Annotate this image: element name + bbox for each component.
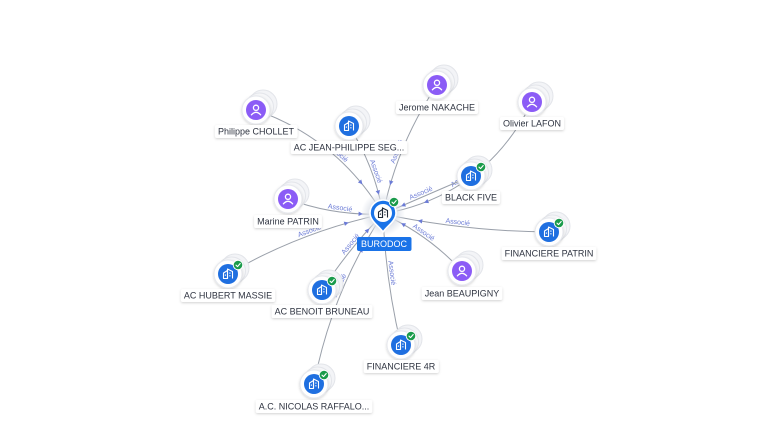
node-label: AC BENOIT BRUNEAU xyxy=(275,307,370,317)
verified-check-icon xyxy=(388,196,400,208)
edge-label-jean-beaupigny: Associé xyxy=(411,223,435,243)
edge-label-ac-jean-philippe: Associé xyxy=(368,159,383,185)
edge-label-marine-patrin: Associé xyxy=(327,203,352,213)
edge-ac-nicolas-raffalo xyxy=(313,213,384,385)
building-icon xyxy=(316,284,328,296)
node-label-box: Philippe CHOLLET xyxy=(214,125,298,138)
building-icon xyxy=(395,339,407,351)
node-label-box: A.C. NICOLAS RAFFALO... xyxy=(255,400,373,413)
person-icon xyxy=(250,104,262,116)
person-icon xyxy=(431,79,443,91)
edge-arrow xyxy=(423,199,429,204)
edge-arrow xyxy=(389,180,394,186)
edge-label-financiere-patrin: Associé xyxy=(445,218,470,228)
node-label: A.C. NICOLAS RAFFALO... xyxy=(259,402,370,412)
node-jerome-nakache[interactable]: Jerome NAKACHE xyxy=(395,64,479,114)
building-icon xyxy=(377,207,389,219)
node-financiere-4r[interactable]: FINANCIERE 4R xyxy=(363,324,439,373)
node-ac-hubert-massie[interactable]: AC HUBERT MASSIE xyxy=(180,253,276,302)
building-icon xyxy=(543,226,555,238)
node-label-box: Jean BEAUPIGNY xyxy=(421,287,503,300)
node-label-box: FINANCIERE PATRIN xyxy=(501,247,597,260)
verified-check-icon xyxy=(553,217,565,229)
nodes: Philippe CHOLLET AC JEAN-PHILIPPE SEG... J… xyxy=(180,64,597,413)
node-label-box: AC HUBERT MASSIE xyxy=(180,289,276,302)
building-icon xyxy=(465,170,477,182)
node-label-box: AC BENOIT BRUNEAU xyxy=(271,305,373,318)
node-jean-beaupigny[interactable]: Jean BEAUPIGNY xyxy=(421,250,503,300)
person-icon xyxy=(282,193,294,205)
verified-check-icon xyxy=(318,369,330,381)
edge-label-financiere-4r: Associé xyxy=(386,260,396,285)
node-black-five[interactable]: BLACK FIVE xyxy=(441,155,501,204)
center-label: BURODOC xyxy=(361,239,408,249)
person-icon xyxy=(456,265,468,277)
node-label: Jerome NAKACHE xyxy=(399,103,475,113)
center-label-box: BURODOC xyxy=(356,237,412,251)
center-node[interactable]: BURODOC xyxy=(356,192,412,251)
building-icon xyxy=(222,268,234,280)
node-label-box: Jerome NAKACHE xyxy=(395,101,479,114)
edge-arrow xyxy=(417,219,423,224)
node-label: Marine PATRIN xyxy=(257,217,319,227)
node-philippe-chollet[interactable]: Philippe CHOLLET xyxy=(214,89,298,138)
verified-check-icon xyxy=(326,275,338,287)
building-icon xyxy=(343,120,355,132)
node-label: Olivier LAFON xyxy=(503,119,561,129)
verified-check-icon xyxy=(232,259,244,271)
node-marine-patrin[interactable]: Marine PATRIN xyxy=(254,178,322,228)
node-label: FINANCIERE 4R xyxy=(367,362,436,372)
verified-check-icon xyxy=(405,330,417,342)
edge-arrow xyxy=(357,179,363,185)
node-ac-benoit-bruneau[interactable]: AC BENOIT BRUNEAU xyxy=(271,269,373,318)
node-label: AC JEAN-PHILIPPE SEG... xyxy=(294,143,405,153)
person-icon xyxy=(526,96,538,108)
node-label-box: FINANCIERE 4R xyxy=(363,360,439,373)
node-label: Philippe CHOLLET xyxy=(218,127,295,137)
node-financiere-patrin[interactable]: FINANCIERE PATRIN xyxy=(501,211,597,260)
node-ac-jean-philippe[interactable]: AC JEAN-PHILIPPE SEG... xyxy=(290,105,408,154)
building-icon xyxy=(308,378,320,390)
node-label: Jean BEAUPIGNY xyxy=(425,289,500,299)
node-label-box: BLACK FIVE xyxy=(441,191,501,204)
node-label-box: AC JEAN-PHILIPPE SEG... xyxy=(290,141,408,154)
node-label-box: Olivier LAFON xyxy=(499,117,565,130)
verified-check-icon xyxy=(475,161,487,173)
node-label: FINANCIERE PATRIN xyxy=(505,249,594,259)
node-label: AC HUBERT MASSIE xyxy=(184,291,272,301)
node-label: BLACK FIVE xyxy=(445,193,497,203)
node-ac-nicolas-raffalo[interactable]: A.C. NICOLAS RAFFALO... xyxy=(255,363,373,413)
edge-arrow xyxy=(343,221,349,226)
edge-arrow xyxy=(358,211,364,217)
node-olivier-lafon[interactable]: Olivier LAFON xyxy=(499,81,565,130)
node-label-box: Marine PATRIN xyxy=(254,215,322,228)
